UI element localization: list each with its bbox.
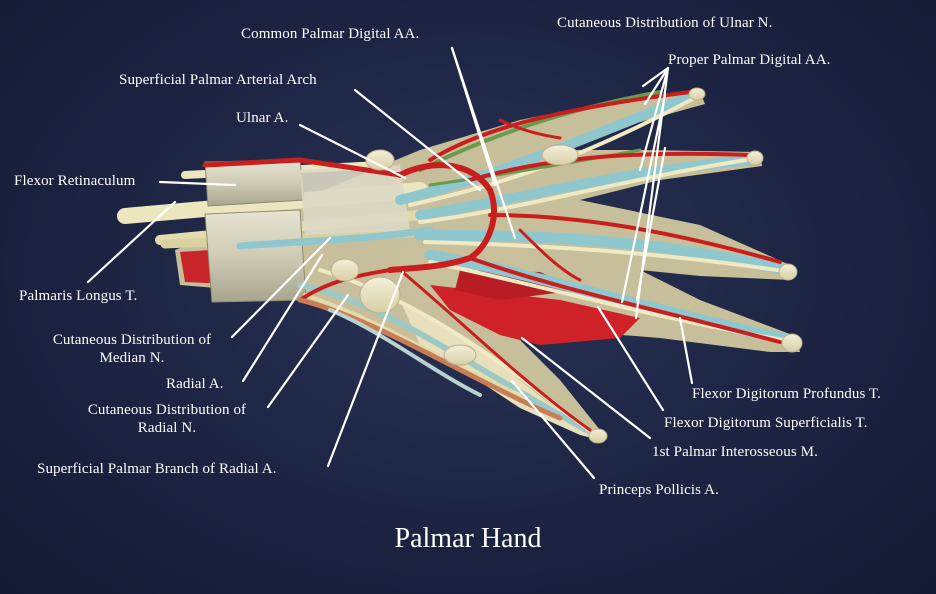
leader-proper-palmar-3 bbox=[638, 66, 670, 172]
label-cutaneous-radial-n-line2: Radial N. bbox=[137, 420, 197, 436]
label-superficial-palmar-branch-radial-a: Superficial Palmar Branch of Radial A. bbox=[37, 461, 277, 477]
leader-fds bbox=[596, 305, 665, 412]
fingertips bbox=[588, 87, 803, 444]
label-common-palmar-digital-aa: Common Palmar Digital AA. bbox=[241, 26, 420, 42]
label-superficial-palmar-arterial-arch: Superficial Palmar Arterial Arch bbox=[119, 72, 317, 88]
leader-princeps-pollicis bbox=[510, 379, 596, 480]
wrist-bands bbox=[204, 159, 410, 303]
label-cutaneous-radial-n-line1: Cutaneous Distribution of bbox=[87, 402, 247, 418]
leader-superficial-arch bbox=[353, 88, 482, 192]
label-radial-a: Radial A. bbox=[166, 376, 224, 392]
leader-proper-palmar-2 bbox=[643, 66, 670, 106]
figure-caption: Palmar Hand bbox=[394, 523, 542, 554]
label-palmaris-longus-t: Palmaris Longus T. bbox=[19, 288, 138, 304]
label-cutaneous-median-n: Cutaneous Distribution of Median N. bbox=[38, 331, 226, 367]
label-cutaneous-median-n-line2: Median N. bbox=[99, 350, 165, 366]
label-flexor-digitorum-profundus-t: Flexor Digitorum Profundus T. bbox=[692, 386, 882, 402]
leader-lines bbox=[86, 46, 694, 480]
leader-common-palmar-digital-aa-b bbox=[450, 46, 497, 187]
leader-cutaneous-ulnar-1 bbox=[635, 146, 667, 302]
leader-palmaris-longus bbox=[86, 200, 177, 284]
carpal-bones bbox=[330, 144, 579, 366]
leader-cutaneous-radial bbox=[266, 293, 350, 409]
leader-proper-palmar-1 bbox=[641, 66, 670, 88]
label-1st-palmar-interosseous-m: 1st Palmar Interosseous M. bbox=[652, 444, 818, 460]
leader-1st-interosseous bbox=[520, 336, 652, 440]
leader-ulnar-a bbox=[298, 123, 407, 180]
leader-flexor-retinaculum bbox=[158, 180, 237, 187]
label-proper-palmar-digital-aa: Proper Palmar Digital AA. bbox=[668, 52, 831, 68]
leader-cutaneous-ulnar-2 bbox=[620, 93, 667, 304]
leader-cutaneous-median bbox=[230, 236, 332, 339]
label-princeps-pollicis-a: Princeps Pollicis A. bbox=[599, 482, 719, 498]
label-ulnar-a: Ulnar A. bbox=[236, 110, 289, 126]
nerve-sheaths bbox=[236, 91, 796, 435]
label-cutaneous-radial-n: Cutaneous Distribution of Radial N. bbox=[73, 401, 261, 437]
leader-fdp bbox=[678, 316, 694, 385]
label-cutaneous-median-n-line1: Cutaneous Distribution of bbox=[52, 332, 212, 348]
leader-radial-a bbox=[241, 253, 324, 383]
leader-sup-palmar-branch bbox=[326, 270, 405, 468]
label-flexor-retinaculum: Flexor Retinaculum bbox=[14, 173, 136, 189]
label-cutaneous-ulnar-n: Cutaneous Distribution of Ulnar N. bbox=[557, 15, 773, 31]
label-flexor-digitorum-superficialis-t: Flexor Digitorum Superficialis T. bbox=[664, 415, 868, 431]
